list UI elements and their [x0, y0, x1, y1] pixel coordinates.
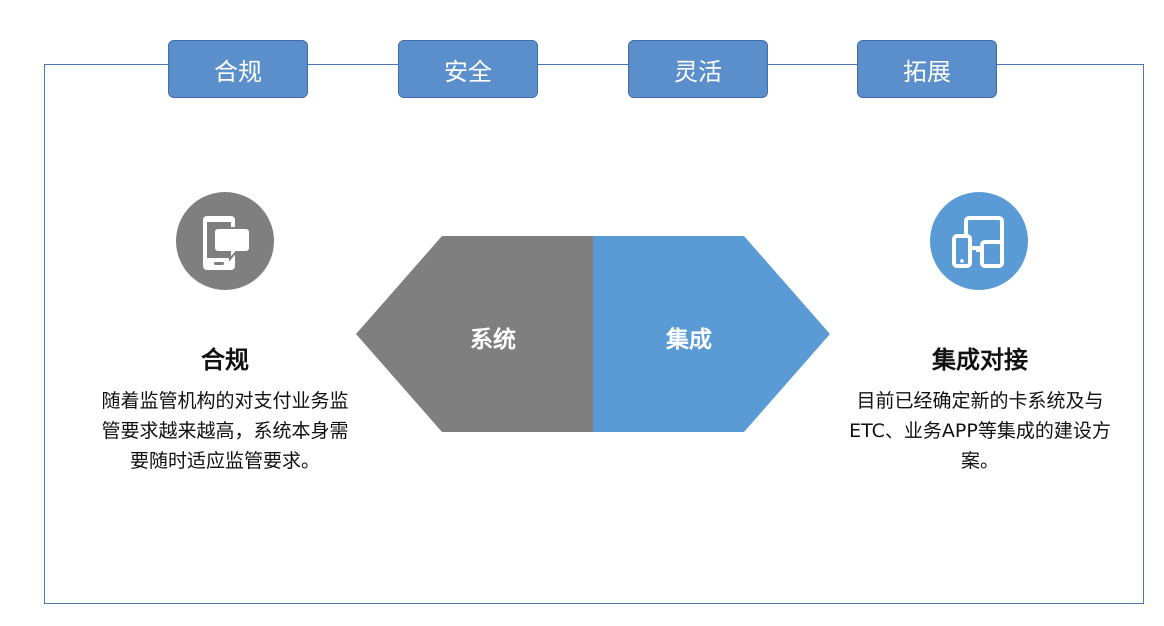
left-description-line: 管要求越来越高，系统本身需: [101, 420, 349, 442]
right-description-line: 目前已经确定新的卡系统及与: [856, 390, 1104, 412]
right-description: 目前已经确定新的卡系统及与 ETC、业务APP等集成的建设方 案。: [800, 386, 1160, 476]
multi-device-icon: [930, 192, 1028, 290]
system-segment: [356, 236, 593, 432]
mobile-chat-icon: [176, 192, 274, 290]
right-description-line: ETC、业务APP等集成的建设方: [849, 420, 1111, 442]
integration-hexagon: [356, 236, 830, 432]
integration-segment: [593, 236, 830, 432]
tab-compliance: 合规: [168, 40, 308, 98]
integration-label: 集成: [666, 327, 712, 353]
system-label: 系统: [470, 327, 516, 353]
left-title: 合规: [201, 346, 249, 374]
left-description-line: 随着监管机构的对支付业务监: [101, 390, 349, 412]
tab-extension: 拓展: [857, 40, 997, 98]
diagram-frame: [44, 64, 1144, 604]
right-title: 集成对接: [932, 346, 1028, 374]
tab-security: 安全: [398, 40, 538, 98]
left-description-line: 要随时适应监管要求。: [129, 450, 320, 472]
right-description-line: 案。: [960, 450, 999, 472]
left-description: 随着监管机构的对支付业务监 管要求越来越高，系统本身需 要随时适应监管要求。: [48, 386, 402, 476]
tab-flexibility: 灵活: [628, 40, 768, 98]
